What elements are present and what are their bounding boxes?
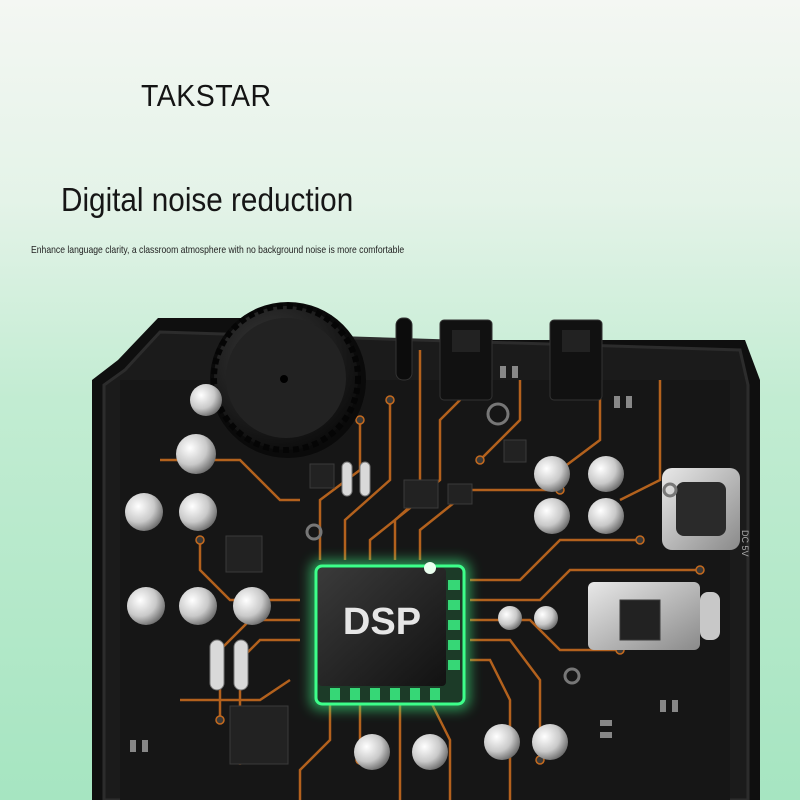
mount-holes bbox=[305, 402, 678, 685]
copper-traces bbox=[160, 350, 700, 800]
usb-c-port: DC 5V bbox=[662, 468, 750, 557]
small-ics bbox=[225, 439, 661, 765]
volume-knob bbox=[210, 302, 366, 458]
resistor-pads bbox=[130, 366, 678, 752]
chip-label: DSP bbox=[343, 601, 421, 643]
capacitors bbox=[125, 384, 624, 770]
dsp-chip: DSP bbox=[310, 560, 470, 710]
headline: Digital noise reduction bbox=[61, 181, 354, 218]
brand-logo: TAKSTAR bbox=[141, 78, 272, 113]
port-label: DC 5V bbox=[740, 530, 750, 557]
crystal-oscillators bbox=[209, 461, 371, 691]
top-audio-jacks bbox=[395, 317, 603, 401]
subheadline: Enhance language clarity, a classroom at… bbox=[31, 244, 405, 256]
